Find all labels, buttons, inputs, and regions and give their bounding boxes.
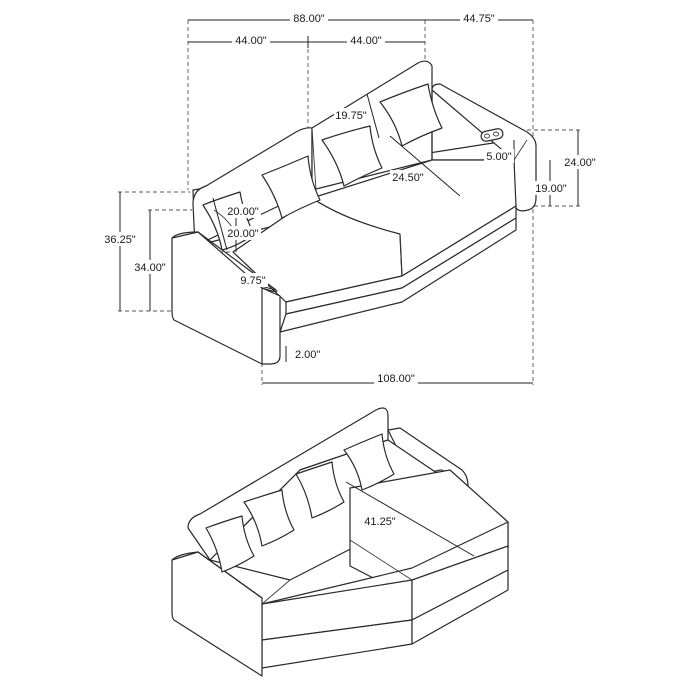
label-seat-height: 19.00" <box>535 183 567 195</box>
left-arm <box>171 231 281 365</box>
label-back-height: 34.00" <box>134 262 166 274</box>
label-total-height: 36.25" <box>104 234 136 246</box>
label-back-cushion-height: 19.75" <box>335 110 367 122</box>
sleeper-pillow-2 <box>243 489 295 547</box>
label-right-section-width: 44.00" <box>350 35 382 47</box>
label-leg-height: 2.00" <box>295 349 320 361</box>
sleeper-pillow-3 <box>295 461 345 519</box>
right-arm <box>431 83 537 212</box>
pillow-4 <box>379 83 443 147</box>
pillow-2 <box>261 155 321 219</box>
label-arm-side-height: 5.00" <box>486 151 511 163</box>
label-arm-height: 24.00" <box>564 157 596 169</box>
label-total-depth: 108.00" <box>377 373 415 385</box>
sofa-sleeper-view <box>171 407 509 677</box>
label-pillow-width: 20.00" <box>227 206 259 218</box>
seat-cushion-right <box>311 159 517 277</box>
label-seat-depth: 24.50" <box>392 172 424 184</box>
cup-holder-icon <box>480 128 504 142</box>
sleeper-pillow-1 <box>205 515 255 573</box>
pillow-3 <box>321 125 383 187</box>
sleeper-pillow-4 <box>343 433 395 491</box>
sleeper-left-arm <box>171 551 263 677</box>
dimension-labels: 88.00" 44.75" 44.00" 44.00" 19.75" 5.00"… <box>102 11 598 528</box>
sleeper-dimension-line <box>345 481 475 557</box>
label-left-section-width: 44.00" <box>235 35 267 47</box>
label-chaise-width: 44.75" <box>463 13 495 25</box>
label-sleeper-length: 41.25" <box>364 516 396 528</box>
label-overall-width: 88.00" <box>293 13 325 25</box>
label-pillow-height: 20.00" <box>227 228 259 240</box>
sofa-top-view <box>118 19 582 385</box>
label-arm-width: 9.75" <box>240 275 265 287</box>
